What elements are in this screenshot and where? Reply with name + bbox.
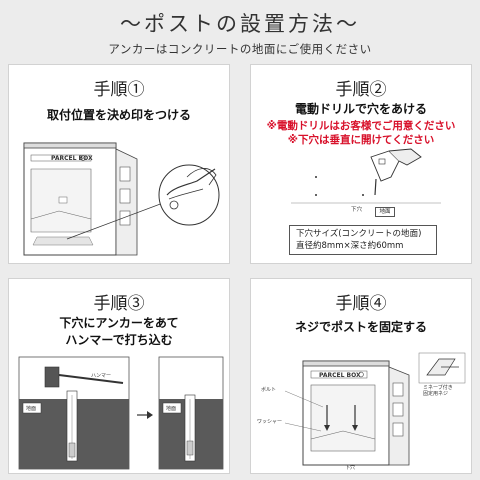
step-heading: 手順②: [335, 80, 387, 100]
ground-label-left: 地面: [26, 405, 36, 412]
ground-label-right: 地面: [166, 405, 176, 412]
note-vertical: ※下穴は垂直に開けてください: [287, 134, 435, 146]
step-instruction: ネジでポストを固定する: [294, 320, 427, 334]
step-panel-4: 手順④ ネジでポストを固定する PARCEL BOX ボルト ワッシャー 下穴 …: [250, 278, 472, 474]
step-heading: 手順①: [93, 80, 145, 100]
page-subtitle: アンカーはコンクリートの地面にご使用ください: [108, 42, 372, 56]
step-panel-1: 手順① 取付位置を決め印をつける PARCEL BOX: [8, 64, 230, 264]
hole-size-value: 直径約8mm×深さ約60mm: [296, 241, 404, 251]
step-instruction-line-1: 下穴にアンカーをあて: [59, 316, 179, 330]
step-panel-3: 手順③ 下穴にアンカーをあて ハンマーで打ち込む ハンマー 地面 地面: [8, 278, 230, 474]
step-heading: 手順③: [93, 294, 145, 314]
hole-label: 下穴: [345, 464, 355, 471]
hole-size-title: 下穴サイズ(コンクリートの地面): [296, 229, 422, 239]
step-heading: 手順④: [335, 294, 387, 314]
parcel-box-label: PARCEL BOX: [319, 372, 361, 379]
note-drill: ※電動ドリルはお客様でご用意ください: [266, 120, 456, 132]
washer-label: ワッシャー: [257, 419, 282, 425]
page-title: ～ポストの設置方法～: [120, 12, 360, 36]
step-instruction: 電動ドリルで穴をあける: [294, 102, 427, 116]
bolt-label: ボルト: [261, 386, 276, 393]
step-panel-2: 手順② 電動ドリルで穴をあける ※電動ドリルはお客様でご用意ください ※下穴は垂…: [250, 64, 472, 264]
step-instruction: 取付位置を決め印をつける: [46, 108, 191, 122]
step4-illustration: PARCEL BOX ボルト ワッシャー 下穴 ミネーブ付き 固定用ネジ: [257, 352, 466, 471]
step2-illustration: [291, 148, 441, 204]
hole-label: 下穴: [351, 207, 363, 213]
hole-size-info: 下穴サイズ(コンクリートの地面) 直径約8mm×深さ約60mm: [289, 225, 437, 255]
ground-label: 地面: [375, 207, 395, 217]
inset-label-1: ミネーブ付き: [423, 384, 453, 391]
inset-label-2: 固定用ネジ: [423, 390, 448, 397]
step1-illustration: PARCEL BOX: [23, 142, 220, 256]
step3-illustration: ハンマー 地面 地面: [18, 356, 224, 470]
step-instruction-line-2: ハンマーで打ち込む: [65, 333, 173, 347]
hammer-label: ハンマー: [91, 373, 111, 379]
parcel-box-label: PARCEL BOX: [51, 155, 93, 162]
